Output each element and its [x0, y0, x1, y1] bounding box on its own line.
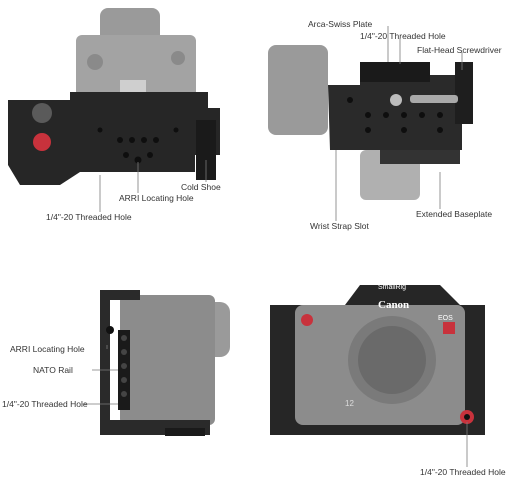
- extended-baseplate: [380, 150, 460, 164]
- side-view-illustration: [100, 290, 230, 436]
- lens-mark: 12: [345, 399, 354, 408]
- label-threaded-side: 1/4"-20 Threaded Hole: [2, 399, 88, 409]
- label-threaded-hole: 1/4"-20 Threaded Hole: [46, 212, 132, 222]
- arri-hole-side: [106, 326, 114, 334]
- camera-body-top: [76, 35, 196, 110]
- front-view-illustration: SmallRig Canon EOS 12: [270, 284, 485, 435]
- canon-logo: Canon: [378, 299, 409, 311]
- label-extended-baseplate: Extended Baseplate: [416, 209, 493, 219]
- label-wrist-strap-slot: Wrist Strap Slot: [310, 221, 369, 231]
- arca-swiss-plate: [360, 62, 430, 82]
- side-holes: [121, 335, 127, 397]
- cage-bottom-plate: [328, 62, 462, 150]
- battery-grip: [268, 45, 328, 135]
- label-threaded-front: 1/4"-20 Threaded Hole: [420, 467, 506, 477]
- label-arri-side: ARRI Locating Hole: [10, 344, 85, 354]
- cage-holes: [97, 127, 179, 164]
- cage-side: [100, 290, 210, 435]
- camera-body-side: [120, 295, 215, 425]
- smallrig-logo: SmallRig: [378, 284, 406, 291]
- record-button-front: [301, 314, 313, 326]
- front-view-panel: SmallRig Canon EOS 12 1/4"-20 Threaded H…: [250, 260, 506, 500]
- record-button: [33, 133, 51, 151]
- lens-mount: [358, 326, 426, 394]
- grip-dial: [32, 103, 52, 123]
- label-flat-head-screwdriver: Flat-Head Screwdriver: [417, 45, 502, 55]
- cage-top: [8, 92, 220, 185]
- label-cold-shoe: Cold Shoe: [181, 182, 221, 192]
- c-logo-badge: [443, 322, 455, 334]
- screwdriver-slot: [455, 62, 473, 124]
- flat-head-screwdriver: [410, 95, 458, 103]
- label-arri-locating-hole: ARRI Locating Hole: [119, 193, 194, 203]
- top-view-illustration: [8, 8, 220, 185]
- tripod-screw: [390, 94, 402, 106]
- top-dial: [87, 54, 103, 70]
- label-nato-rail: NATO Rail: [33, 365, 73, 375]
- threaded-hole-front: [464, 414, 470, 420]
- bottom-holes: [347, 97, 443, 133]
- nato-rail: [118, 330, 130, 410]
- viewfinder-hump: [100, 8, 160, 43]
- label-arca-swiss-plate: Arca-Swiss Plate: [308, 19, 373, 29]
- bottom-view-panel: Arca-Swiss Plate 1/4"-20 Threaded Hole F…: [250, 0, 502, 240]
- side-rail-bottom: [165, 428, 205, 436]
- cold-shoe-mount: [196, 120, 216, 180]
- side-view-panel: ARRI Locating Hole NATO Rail 1/4"-20 Thr…: [0, 260, 250, 500]
- bottom-view-illustration: [268, 45, 473, 200]
- label-threaded-hole-bottom: 1/4"-20 Threaded Hole: [360, 31, 446, 41]
- top-view-panel: Cold Shoe ARRI Locating Hole 1/4"-20 Thr…: [0, 0, 250, 240]
- top-dial-right: [171, 51, 185, 65]
- eos-text: EOS: [438, 315, 453, 322]
